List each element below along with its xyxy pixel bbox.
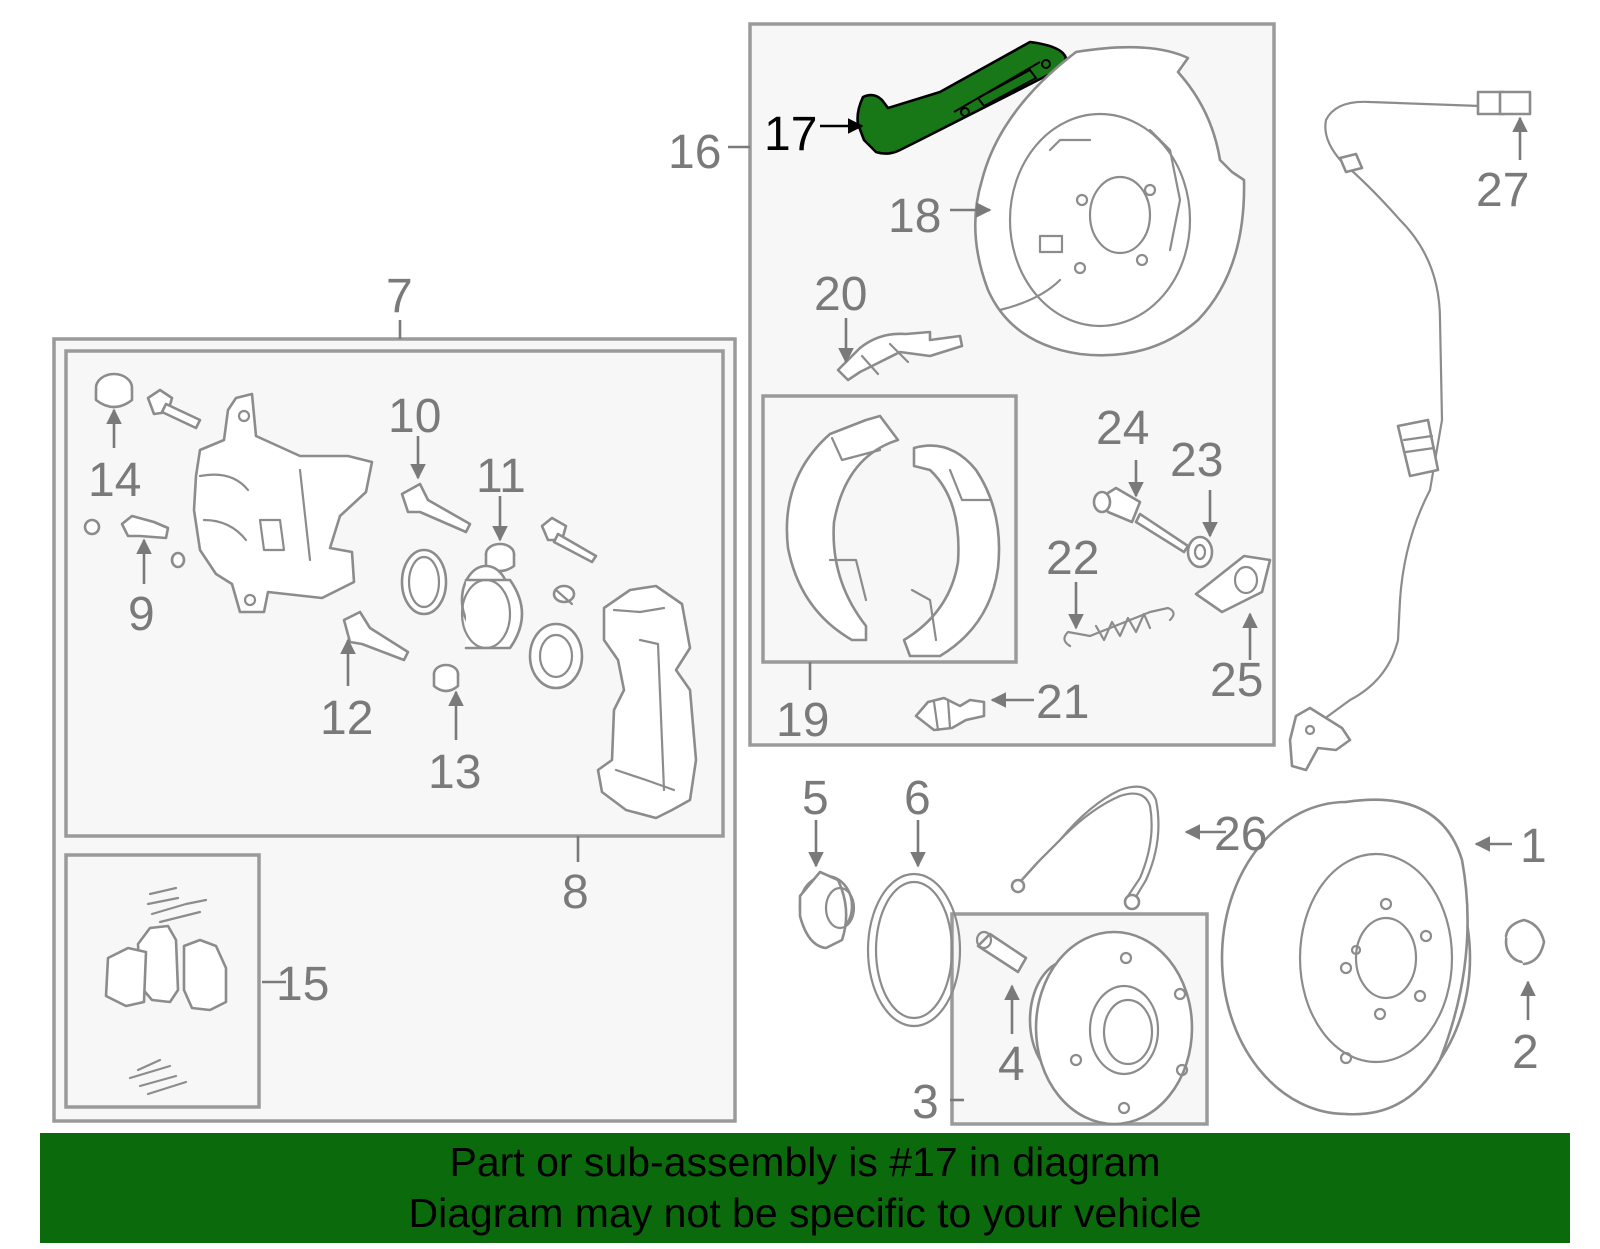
part-5-bearing <box>798 870 856 950</box>
callout-23[interactable]: 23 <box>1170 434 1223 487</box>
small-sleeve <box>552 584 576 606</box>
part-1-rotor <box>1220 798 1472 1116</box>
part-6-snap-ring <box>866 872 962 1028</box>
part-23-washer <box>1186 535 1214 569</box>
part-21-sensor <box>914 696 986 732</box>
callout-18[interactable]: 18 <box>888 190 941 243</box>
part-9-bleeder <box>83 514 186 569</box>
callout-2[interactable]: 2 <box>1512 1026 1539 1079</box>
callout-5[interactable]: 5 <box>802 772 829 825</box>
part-13-boot <box>432 663 460 693</box>
callout-22[interactable]: 22 <box>1046 532 1099 585</box>
callout-1[interactable]: 1 <box>1520 820 1547 873</box>
callout-24[interactable]: 24 <box>1096 402 1149 455</box>
part-27-speed-sensor <box>1288 90 1532 772</box>
leader-lines <box>106 116 1536 1102</box>
callout-9[interactable]: 9 <box>128 588 155 641</box>
part-26-brake-hose <box>1010 785 1160 911</box>
callout-27[interactable]: 27 <box>1476 164 1529 217</box>
callout-15[interactable]: 15 <box>276 958 329 1011</box>
part-18-backing-plate <box>974 45 1246 357</box>
caliper-bolt <box>146 388 202 430</box>
callout-12[interactable]: 12 <box>320 692 373 745</box>
callout-11[interactable]: 11 <box>476 450 526 503</box>
part-2-cap <box>1504 918 1546 966</box>
callout-21[interactable]: 21 <box>1036 676 1089 729</box>
dust-boot <box>528 622 584 690</box>
callout-6[interactable]: 6 <box>904 772 931 825</box>
callout-7[interactable]: 7 <box>386 270 413 323</box>
banner-line-1: Part or sub-assembly is #17 in diagram <box>449 1139 1161 1185</box>
callout-16[interactable]: 16 <box>668 126 721 179</box>
part-14-cap <box>94 372 134 409</box>
callout-25[interactable]: 25 <box>1210 654 1263 707</box>
caliper-body <box>192 392 374 614</box>
callout-13[interactable]: 13 <box>428 746 481 799</box>
caliper-bracket <box>596 584 698 820</box>
caliper-bolt-right <box>540 516 598 564</box>
callout-20[interactable]: 20 <box>814 268 867 321</box>
callout-3[interactable]: 3 <box>912 1076 939 1129</box>
part-4-stud <box>975 930 1028 974</box>
callout-26[interactable]: 26 <box>1214 808 1267 861</box>
banner-line-2: Diagram may not be specific to your vehi… <box>408 1190 1202 1236</box>
part-22-spring <box>1063 606 1175 648</box>
piston <box>460 564 524 650</box>
callout-labels: 1 2 3 4 5 6 7 8 9 10 11 12 13 14 15 16 1… <box>88 108 1547 1129</box>
piston-seal <box>400 548 448 616</box>
callout-4[interactable]: 4 <box>998 1038 1025 1091</box>
part-15-pad-kit <box>104 886 228 1096</box>
callout-14[interactable]: 14 <box>88 454 141 507</box>
part-10-guide-pin <box>400 482 472 534</box>
callout-19[interactable]: 19 <box>776 694 829 747</box>
part-20-adjuster <box>836 330 964 382</box>
part-3-hub <box>1028 930 1194 1126</box>
callout-10[interactable]: 10 <box>388 390 441 443</box>
info-banner: Part or sub-assembly is #17 in diagram D… <box>40 1133 1570 1243</box>
part-19-brake-shoes <box>785 414 1001 658</box>
part-25-plate <box>1194 554 1272 614</box>
callout-8[interactable]: 8 <box>562 866 589 919</box>
callout-17[interactable]: 17 <box>764 108 817 161</box>
